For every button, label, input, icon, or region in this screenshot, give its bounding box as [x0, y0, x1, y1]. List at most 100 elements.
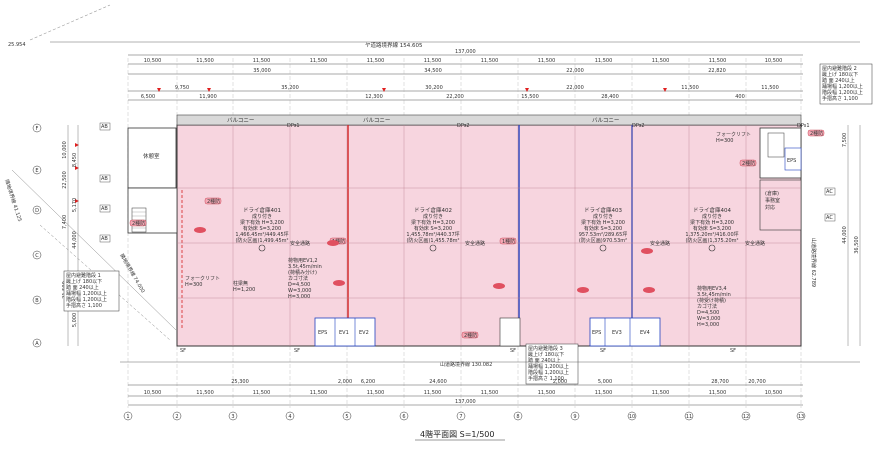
- svg-text:W=3,000: W=3,000: [288, 288, 311, 294]
- bottom-dim-row1-value-2: 2,000: [338, 379, 352, 385]
- svg-text:ドライ倉庫404: ドライ倉庫404: [693, 206, 731, 214]
- svg-text:屋内避難階段 3: 屋内避難階段 3: [528, 345, 563, 352]
- left-dim-2: 8,450: [72, 153, 78, 167]
- grid-bubble-A: [32, 338, 42, 348]
- svg-text:(防火区画)1,499.45m²: (防火区画)1,499.45m²: [235, 237, 288, 244]
- dim-row2-value-1: 35,000: [253, 68, 271, 74]
- svg-text:EV2: EV2: [359, 330, 369, 336]
- warning-triangles: [75, 88, 667, 203]
- svg-text:ドライ倉庫403: ドライ倉庫403: [584, 206, 622, 214]
- svg-text:SF: SF: [600, 348, 606, 354]
- svg-text:カゴ寸法: カゴ寸法: [288, 275, 308, 282]
- svg-text:EV3: EV3: [612, 330, 622, 336]
- grid-bubble-11: [684, 411, 694, 421]
- right-stair: [767, 132, 785, 158]
- svg-text:踏 面 240以上: 踏 面 240以上: [528, 357, 561, 364]
- svg-text:有効床 S=3,200: 有効床 S=3,200: [693, 225, 731, 232]
- warehouse-floor-area: [176, 124, 802, 347]
- right-eps: [784, 147, 802, 171]
- left-road-label: 隣地境界線 41.125: [3, 178, 23, 222]
- svg-text:AB: AB: [101, 124, 108, 130]
- left-dim-4: 5,170: [72, 198, 78, 212]
- dim-row4-value-1: 6,500: [141, 94, 155, 100]
- left-dim-6: 44,000: [72, 231, 78, 249]
- balcony-label-2: バルコニー: [363, 117, 390, 124]
- grid-bubble-4: [285, 411, 295, 421]
- svg-text:有効床 S=3,200: 有効床 S=3,200: [584, 225, 622, 232]
- bottom-dim-row2-value-8: 11,500: [538, 390, 556, 396]
- svg-text:EV4: EV4: [640, 330, 650, 336]
- bottom-dim-row2-value-6: 11,500: [424, 390, 442, 396]
- bottom-dim-row2-value-7: 11,500: [481, 390, 499, 396]
- grid-bubble-6: [399, 411, 409, 421]
- bottom-dim-row1-value-7: 5,000: [598, 379, 612, 385]
- svg-text:成り付き: 成り付き: [423, 213, 443, 220]
- balcony-label-1: バルコニー: [227, 117, 254, 124]
- svg-text:踊場幅 1,200以上: 踊場幅 1,200以上: [822, 83, 863, 90]
- dp-label-2: DPs2: [457, 123, 470, 129]
- svg-text:SF: SF: [730, 348, 736, 354]
- svg-text:成り付き: 成り付き: [593, 213, 613, 220]
- left-stair-spec: 屋内避難階段 1 蹴上げ 180以下 踏 面 240以上 踊場幅 1,200以上…: [63, 270, 120, 312]
- grid-number-6: 6: [402, 414, 405, 420]
- svg-text:手摺高さ 1,100: 手摺高さ 1,100: [66, 302, 102, 309]
- room-404-annotation: ドライ倉庫404 成り付き 梁下有効 H=3,200 有効床 S=3,200 1…: [685, 206, 738, 244]
- bottom-stair-spec: 屋内避難階段 3 蹴上げ 180以下 踏 面 240以上 踊場幅 1,200以上…: [525, 343, 579, 385]
- dim-row1-value-5: 11,500: [367, 58, 385, 64]
- elevators-right: EPS EV3 EV4: [589, 317, 661, 347]
- grid-bubble-10: [627, 411, 637, 421]
- svg-text:ドライ倉庫402: ドライ倉庫402: [414, 206, 452, 214]
- svg-text:梁下有効 H=3,200: 梁下有効 H=3,200: [690, 219, 734, 226]
- forklift-left-1: フォークリフト: [185, 276, 220, 282]
- forklift-right-2: H=300: [716, 138, 734, 144]
- svg-text:D=4,500: D=4,500: [288, 282, 310, 288]
- svg-text:屋内避難階段 2: 屋内避難階段 2: [822, 65, 857, 72]
- right-room: [759, 179, 802, 231]
- svg-text:屋内避難階段 1: 屋内避難階段 1: [66, 272, 101, 279]
- svg-text:カゴ寸法: カゴ寸法: [697, 303, 717, 310]
- top-total-dim: 137,000: [455, 49, 476, 55]
- svg-text:D=4,500: D=4,500: [697, 310, 719, 316]
- grid-bubble-13: [796, 411, 806, 421]
- grid-bubble-5: [342, 411, 352, 421]
- top-road-label: ヤ道路境界線 154.605: [365, 41, 423, 49]
- safety-path-4: 安全通路: [745, 240, 765, 247]
- svg-text:(防火区画)1,375.20m²: (防火区画)1,375.20m²: [685, 237, 738, 244]
- dim-row1-value-10: 11,500: [652, 58, 670, 64]
- grid-letter-E: E: [35, 168, 38, 174]
- svg-text:蹴上げ 180以下: 蹴上げ 180以下: [66, 278, 102, 285]
- elevators-left: EPS EV1 EV2: [314, 317, 376, 347]
- svg-text:SF: SF: [180, 348, 186, 354]
- bottom-dim-row2-value-4: 11,500: [310, 390, 328, 396]
- bottom-dim-row1-value-6: 2,000: [553, 379, 567, 385]
- dim-row3-value-1: 9,750: [175, 85, 189, 91]
- diagonal-label: 隣地境界線 74.000: [118, 253, 146, 295]
- room-402-annotation: ドライ倉庫402 成り付き 梁下有効 H=3,200 有効床 S=3,200 1…: [406, 206, 459, 244]
- svg-text:踏 面 240以上: 踏 面 240以上: [66, 284, 99, 291]
- room-403-annotation: ドライ倉庫403 成り付き 梁下有効 H=3,200 有効床 S=3,200 9…: [579, 206, 628, 244]
- grid-bubble-E: [32, 165, 42, 175]
- svg-text:蹴上げ 180以下: 蹴上げ 180以下: [822, 71, 858, 78]
- svg-text:1,455.78m²/440.37坪: 1,455.78m²/440.37坪: [406, 231, 459, 238]
- svg-text:3.5t,45m/min: 3.5t,45m/min: [288, 264, 322, 270]
- svg-text:SF: SF: [510, 348, 516, 354]
- fire-tags: 2種防 1種防 1種防 2種防 2種防 2種防 2種防: [129, 129, 825, 339]
- svg-text:AB: AB: [101, 206, 108, 212]
- safety-path-2: 安全通路: [465, 240, 485, 247]
- svg-text:2種防: 2種防: [810, 130, 823, 137]
- middle-stair-core: [499, 317, 521, 347]
- dp-label-3: DPs2: [632, 123, 645, 129]
- dim-row1-value-3: 11,500: [253, 58, 271, 64]
- svg-text:2種防: 2種防: [207, 198, 220, 205]
- dim-row3-value-6: 11,500: [761, 85, 779, 91]
- bottom-dim-row2-value-1: 10,500: [144, 390, 162, 396]
- grid-bubble-1: [123, 411, 133, 421]
- dim-row4-value-2: 11,900: [199, 94, 217, 100]
- svg-text:(荷受け荷積): (荷受け荷積): [697, 297, 726, 304]
- bottom-dim-row2-value-11: 11,500: [709, 390, 727, 396]
